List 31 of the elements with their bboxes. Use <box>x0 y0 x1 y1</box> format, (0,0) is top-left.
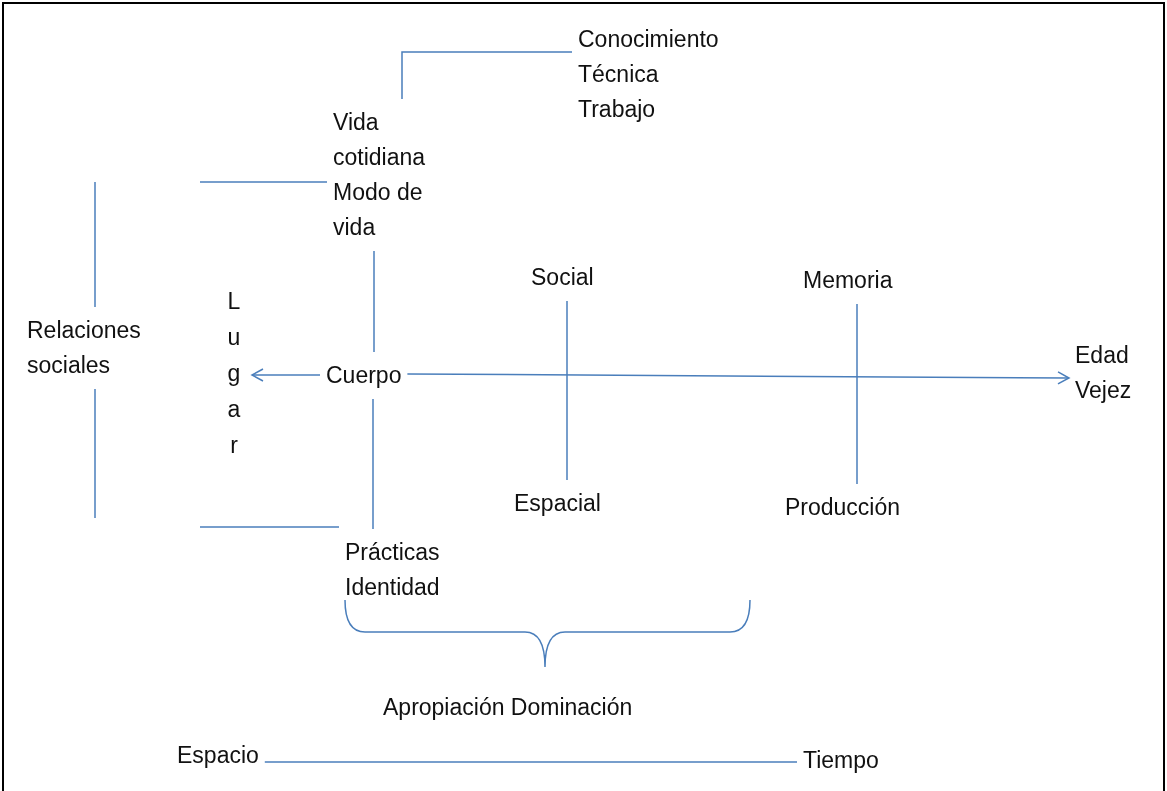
term-text: Edad <box>1075 341 1130 370</box>
connector-line <box>199 181 328 183</box>
term-text: Apropiación Dominación <box>383 690 633 725</box>
term-text: Relaciones sociales <box>27 313 162 383</box>
term-text: Memoria <box>803 263 893 298</box>
term-text: Vida cotidiana <box>333 108 427 172</box>
term-text: Espacial <box>514 486 601 521</box>
term-text: Identidad <box>345 573 441 602</box>
connector-line <box>566 300 568 481</box>
term-text: Prácticas <box>345 538 441 567</box>
connector-line <box>264 761 798 763</box>
connector-line <box>856 303 858 485</box>
term-text: Técnica <box>578 60 660 89</box>
term-text: Producción <box>785 490 901 525</box>
connector-line <box>199 526 340 528</box>
connector-line <box>401 51 573 100</box>
term-text: Modo de vida <box>333 178 424 242</box>
connector-line <box>94 181 96 308</box>
connector-line <box>372 398 374 530</box>
vertical-term-text: Lugar <box>222 288 246 468</box>
term-text: Social <box>531 260 594 295</box>
term-text: Trabajo <box>578 95 657 124</box>
term-text: Tiempo <box>803 743 879 778</box>
term-text: Conocimiento <box>578 25 720 54</box>
term-text: Cuerpo <box>326 358 402 393</box>
connector-line <box>373 250 375 353</box>
arrow <box>406 371 1070 385</box>
arrow <box>251 368 321 382</box>
term-text: Vejez <box>1075 376 1133 405</box>
term-text: Espacio <box>177 738 259 773</box>
connector-line <box>94 388 96 519</box>
